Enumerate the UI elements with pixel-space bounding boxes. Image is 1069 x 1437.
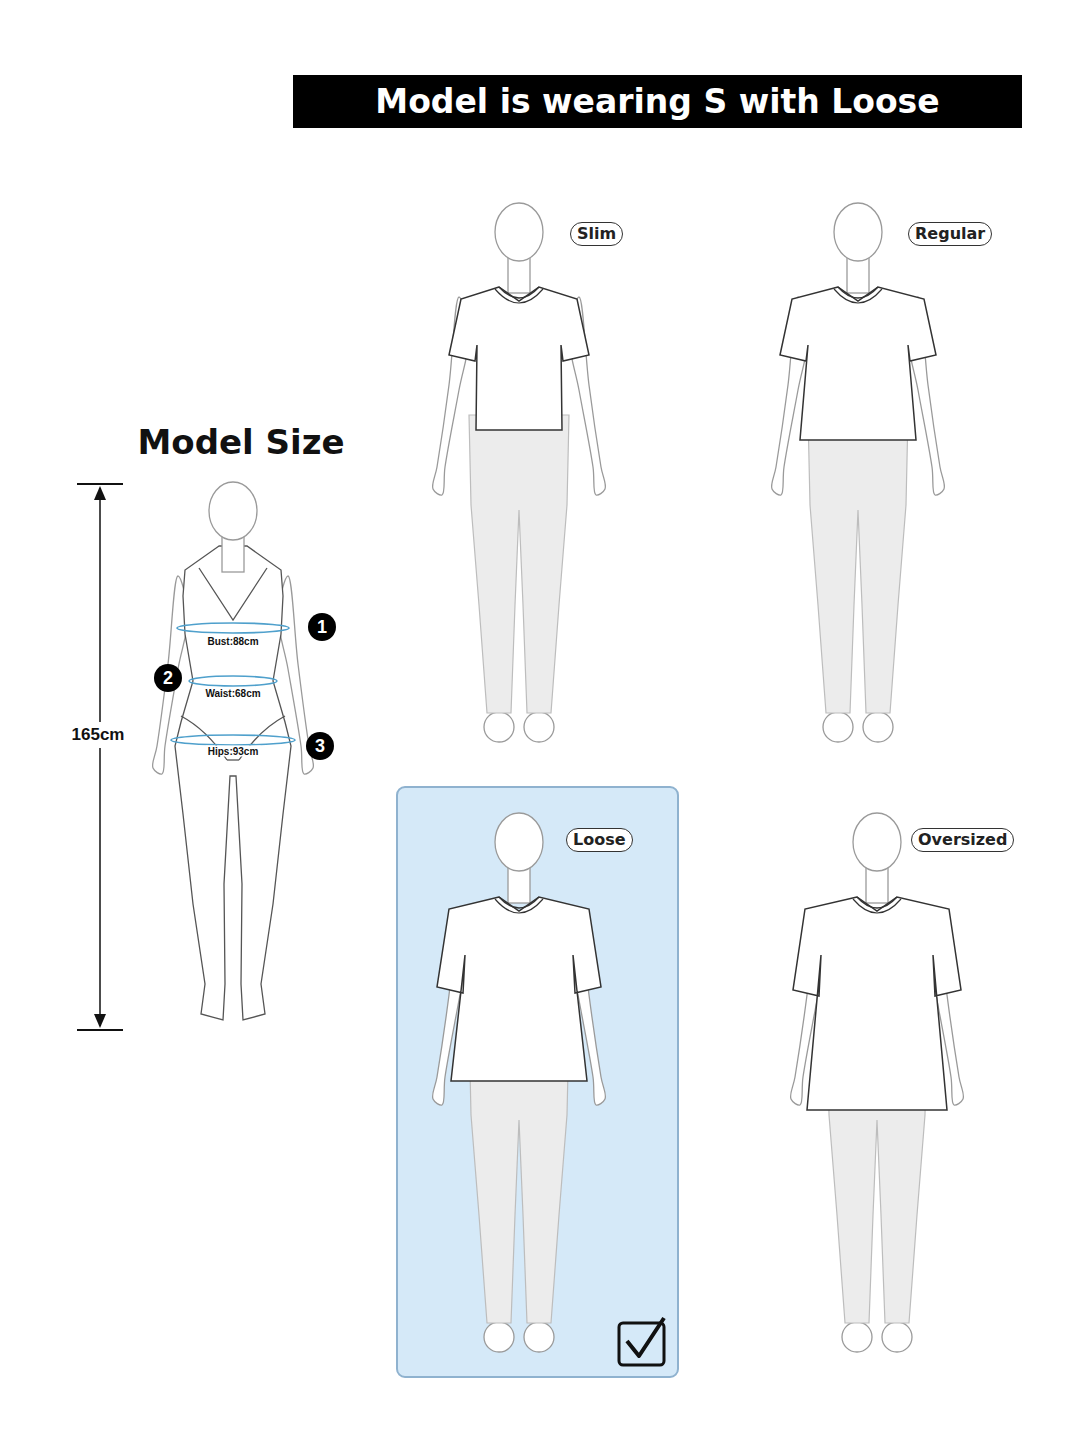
- dimension-line: [99, 488, 101, 1026]
- fit-label: Oversized: [918, 830, 1007, 849]
- fit-label: Loose: [573, 830, 626, 849]
- callout-number: 1: [308, 613, 336, 641]
- section-heading: Model Size: [137, 422, 344, 462]
- foot: [863, 712, 893, 742]
- collar: [853, 899, 901, 913]
- collar: [495, 899, 543, 913]
- swimsuit-neckline: [199, 568, 267, 620]
- collar: [834, 289, 882, 303]
- measurement-label: Waist:68cm: [203, 688, 262, 699]
- leggings: [469, 415, 569, 713]
- leggings: [808, 415, 908, 713]
- head: [853, 813, 901, 871]
- swimsuit-crotch: [227, 759, 239, 760]
- foot: [524, 712, 554, 742]
- model-figure: [152, 482, 313, 1020]
- fit-label-pill: Loose: [566, 828, 633, 852]
- collar: [499, 287, 539, 298]
- t-shirt: [449, 287, 589, 430]
- head: [209, 482, 257, 540]
- t-shirt: [793, 897, 961, 1110]
- callout-number: 3: [306, 732, 334, 760]
- highlight-panel: [397, 787, 678, 1377]
- head: [495, 203, 543, 261]
- fit-label-pill: Slim: [570, 222, 623, 246]
- foot: [484, 1322, 514, 1352]
- fit-figure: [790, 813, 963, 1352]
- fit-figure: [432, 813, 605, 1352]
- t-shirt: [780, 287, 936, 440]
- dimension-label: 165cm: [71, 722, 126, 748]
- title-bar: Model is wearing S with Loose: [293, 75, 1022, 128]
- foot: [484, 712, 514, 742]
- height-dimension: [77, 484, 123, 1030]
- measure-band: [189, 676, 277, 686]
- arrowhead: [94, 1014, 106, 1028]
- fit-label-pill: Oversized: [911, 828, 1014, 852]
- fit-label: Slim: [577, 224, 616, 243]
- collar: [495, 289, 543, 303]
- dimension-tick: [77, 483, 123, 485]
- head: [495, 813, 543, 871]
- foot: [524, 1322, 554, 1352]
- check-mark: [627, 1318, 664, 1356]
- measure-band: [171, 735, 295, 745]
- measure-band: [177, 623, 289, 633]
- foot: [842, 1322, 872, 1352]
- foot: [882, 1322, 912, 1352]
- head: [834, 203, 882, 261]
- dimension-tick: [77, 1029, 123, 1031]
- collar: [499, 897, 539, 908]
- measurement-label: Bust:88cm: [205, 636, 260, 647]
- foot: [823, 712, 853, 742]
- fit-figure: [771, 203, 944, 742]
- measurement-label: Hips:93cm: [206, 746, 261, 757]
- arrowhead: [94, 486, 106, 500]
- fit-figure: [432, 203, 605, 742]
- fit-label: Regular: [915, 224, 985, 243]
- t-shirt: [437, 897, 601, 1081]
- body-outline: [175, 546, 291, 1020]
- collar: [857, 897, 897, 908]
- callout-number: 2: [154, 664, 182, 692]
- collar: [838, 287, 878, 298]
- fit-label-pill: Regular: [908, 222, 992, 246]
